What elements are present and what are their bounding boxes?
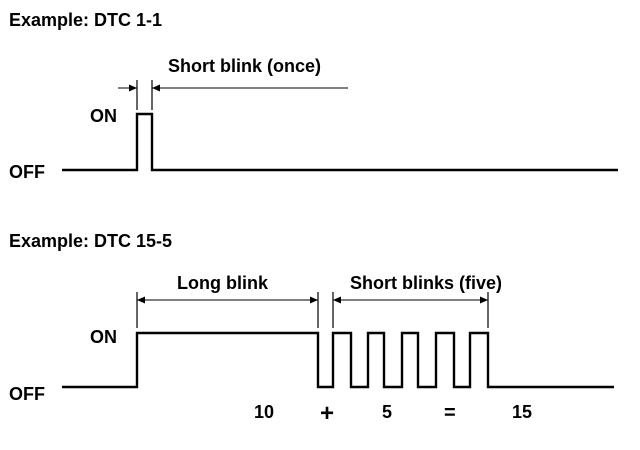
example1-arrowhead-right [129, 84, 137, 92]
example2-short-arrowhead-left [333, 296, 341, 304]
example1-off-label: OFF [9, 162, 45, 182]
equation-plus: + [320, 400, 334, 427]
example2-off-label: OFF [9, 384, 45, 404]
example2-title: Example: DTC 15-5 [9, 231, 172, 251]
equation-result: 15 [512, 402, 532, 422]
example1-annotation: Short blink (once) [168, 56, 321, 76]
example-dtc-15-5: Example: DTC 15-5 ON OFF Long blink Shor… [9, 231, 614, 427]
example1-title: Example: DTC 1-1 [9, 10, 162, 30]
example1-on-label: ON [90, 106, 117, 126]
example2-on-label: ON [90, 327, 117, 347]
example2-long-arrowhead-right [310, 296, 318, 304]
example1-arrowhead-left [152, 84, 160, 92]
example2-short-label: Short blinks (five) [350, 273, 502, 293]
example2-waveform [62, 331, 614, 389]
equation-long-value: 10 [254, 402, 274, 422]
equation-short-value: 5 [382, 402, 392, 422]
example-dtc-1-1: Example: DTC 1-1 ON OFF Short blink (onc… [9, 10, 618, 182]
equation-equals: = [444, 402, 456, 424]
example2-short-arrowhead-right [480, 296, 488, 304]
example1-waveform [62, 112, 618, 172]
example2-long-arrowhead-left [137, 296, 145, 304]
example2-long-label: Long blink [177, 273, 269, 293]
